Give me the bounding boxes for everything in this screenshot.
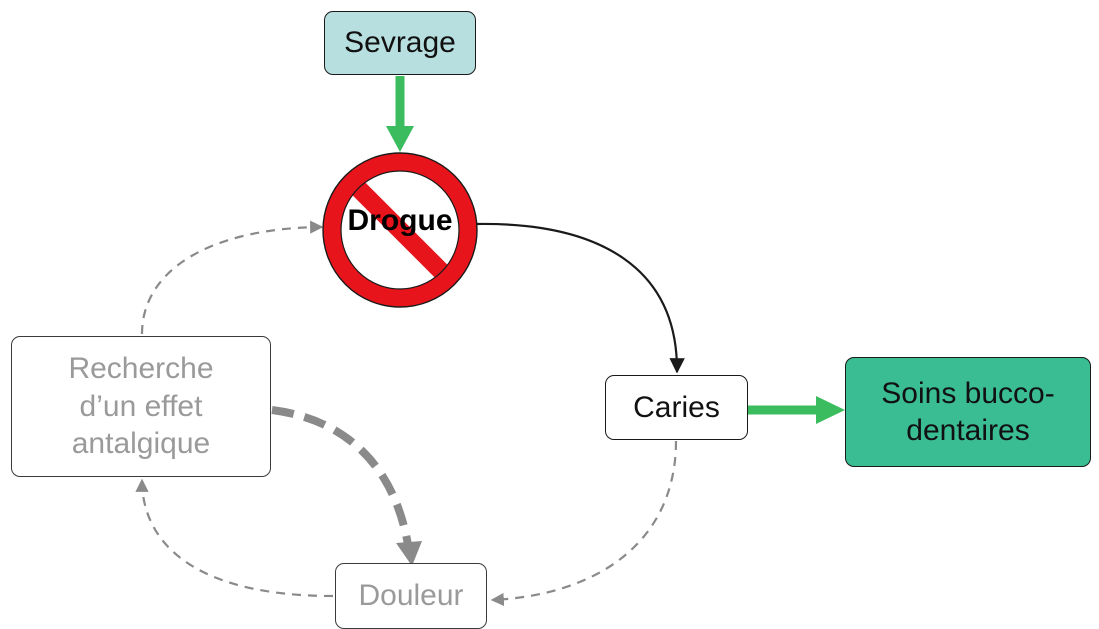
soins-bucco-dentaires-node: Soins bucco- dentaires (845, 357, 1091, 467)
drogue-label: Drogue (347, 204, 453, 237)
arrow-caries-to-soins (748, 396, 845, 424)
recherche-effet-antalgique-node: Recherche d’un effet antalgique (11, 336, 271, 477)
douleur-node: Douleur (335, 563, 487, 629)
arrow-caries-to-douleur (490, 440, 678, 607)
arrow-sevrage-to-drogue (386, 76, 414, 152)
arrow-drogue-to-caries (475, 222, 685, 374)
arrow-douleur-to-recherche (135, 478, 334, 598)
arrow-recherche-to-douleur (271, 406, 422, 566)
prohibition-sign-icon (322, 152, 478, 308)
caries-node: Caries (605, 375, 748, 440)
arrow-recherche-to-drogue (140, 220, 324, 335)
sevrage-node: Sevrage (324, 11, 476, 75)
